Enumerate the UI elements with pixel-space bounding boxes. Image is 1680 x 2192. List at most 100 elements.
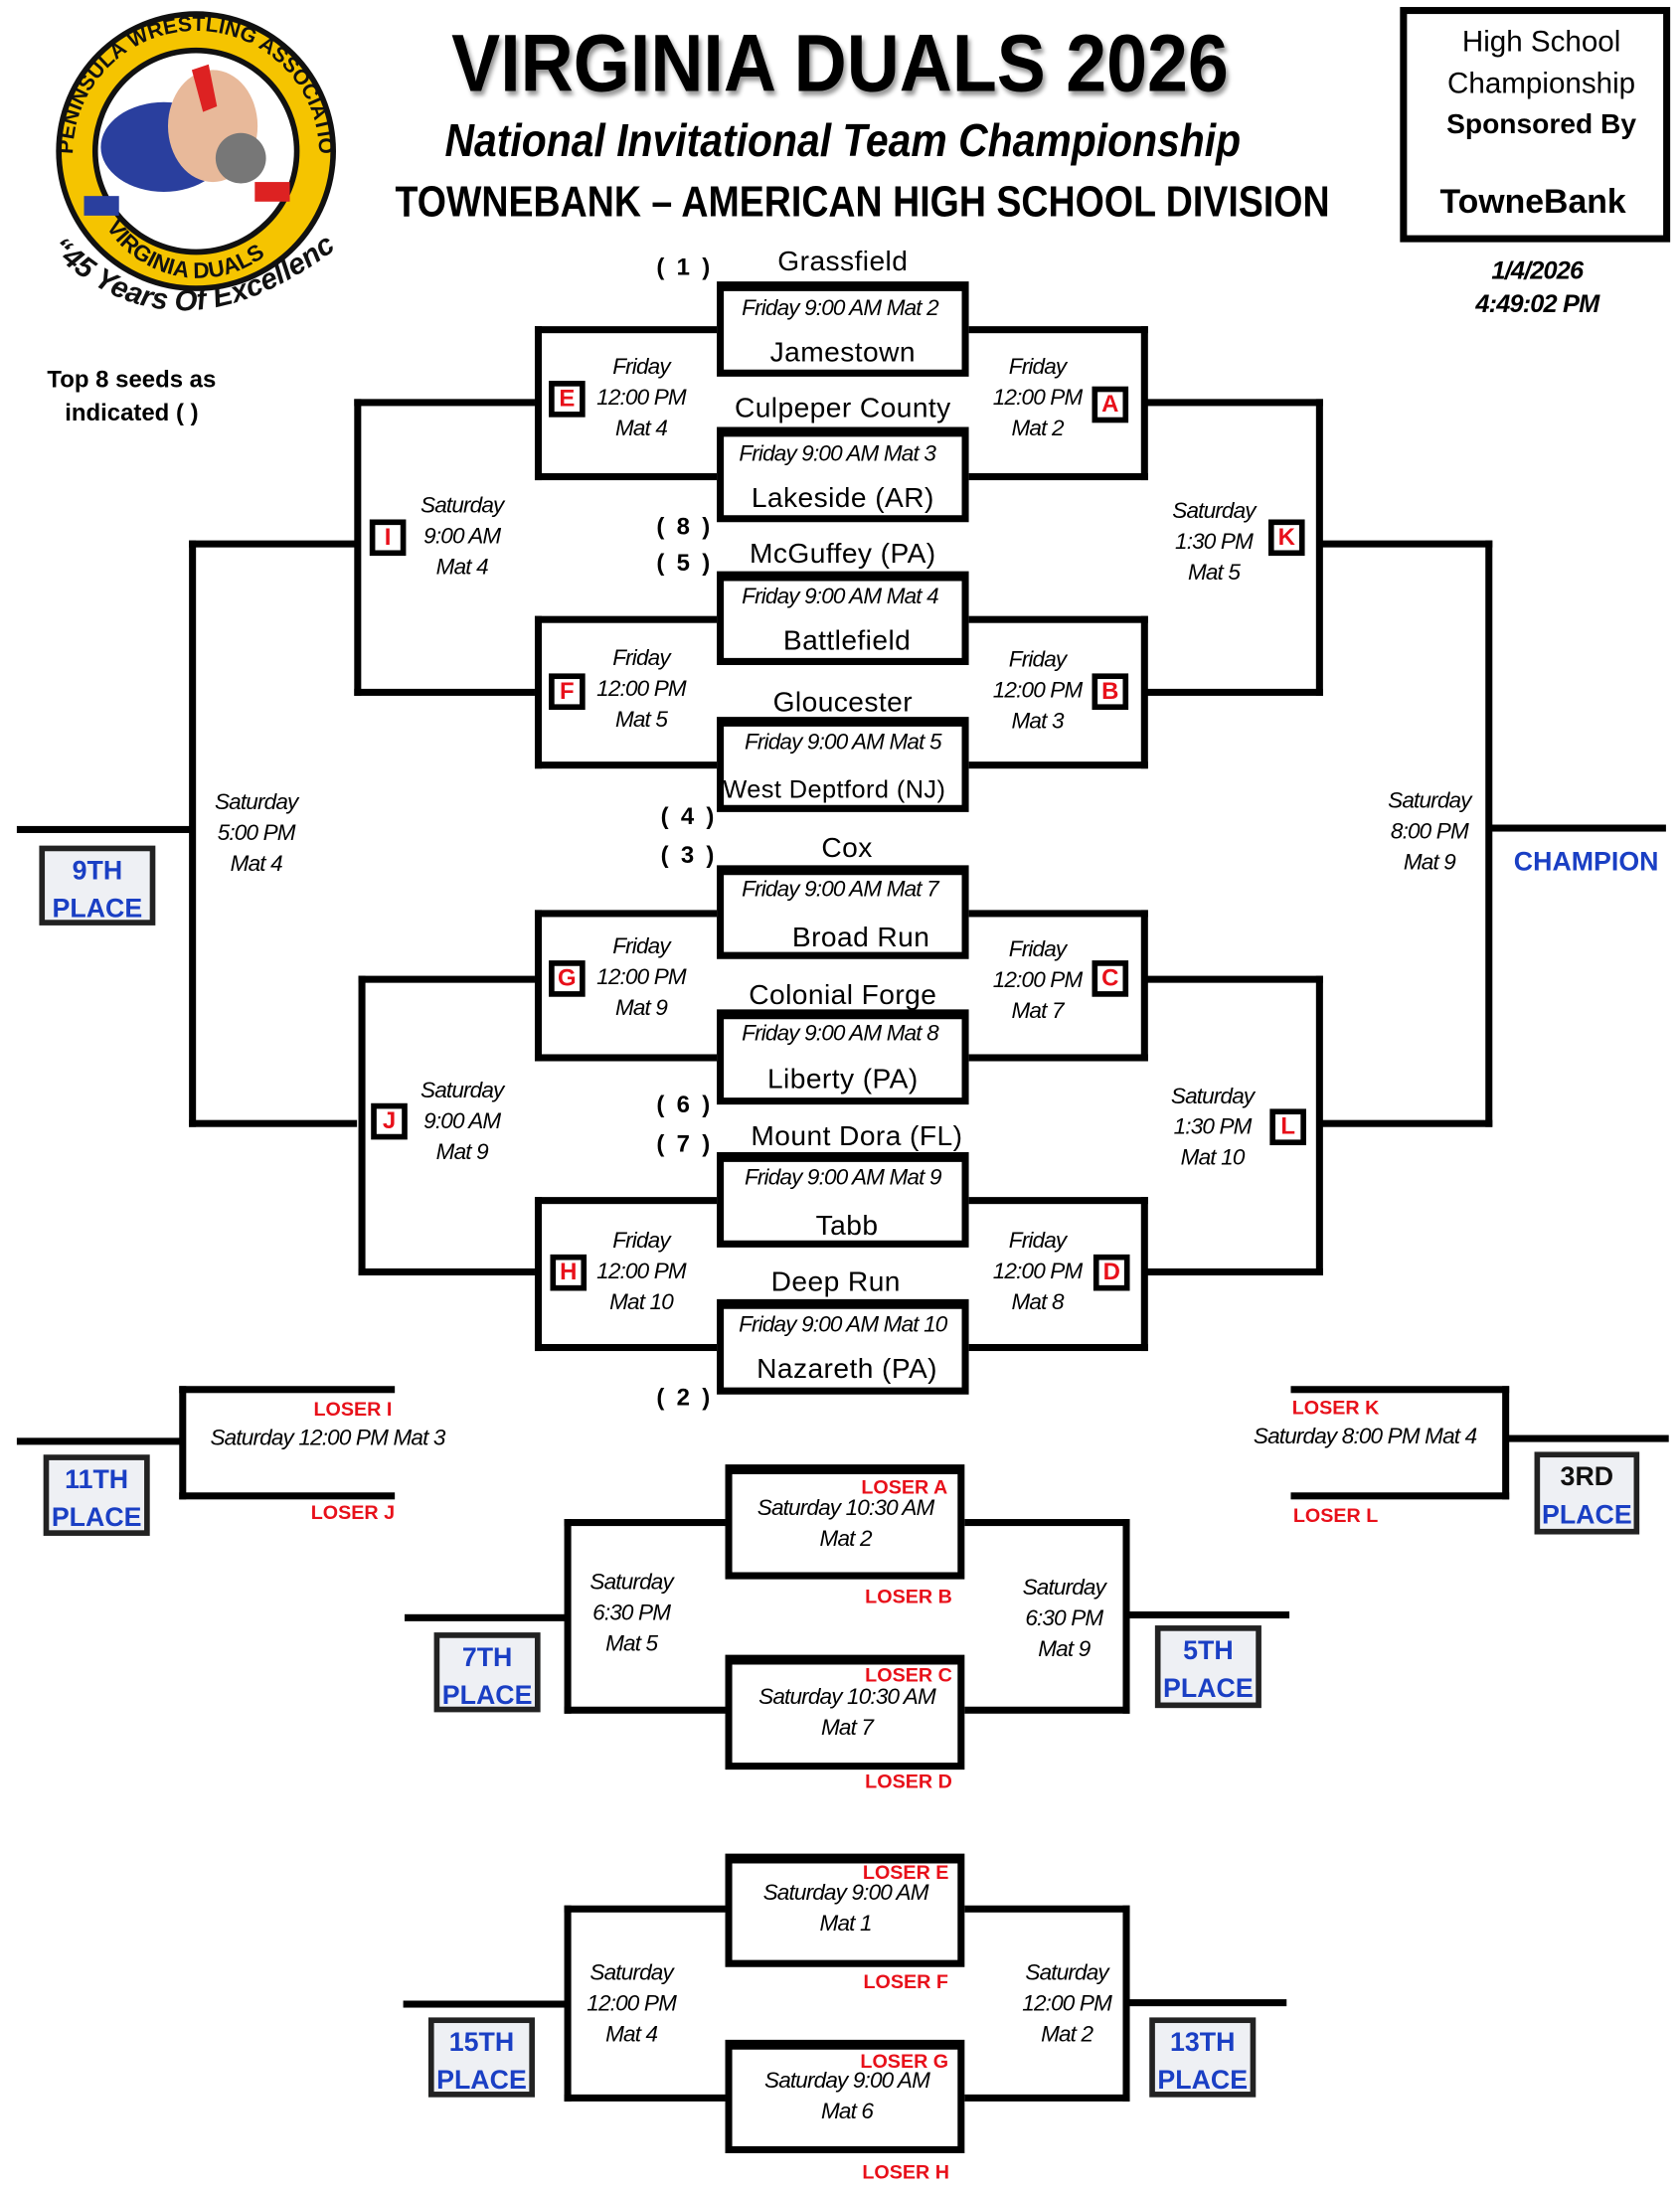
fifth-place-line xyxy=(1126,1610,1290,1619)
match-schedule: Friday 9:00 AM Mat 5 xyxy=(744,731,942,756)
bracket-line-thirteenth xyxy=(961,1905,1130,2102)
bracket-line-ninth xyxy=(189,540,358,1127)
match-label-A: A xyxy=(1092,386,1129,423)
loser-label: LOSER E xyxy=(862,1860,949,1884)
third-place-line xyxy=(1504,1434,1669,1442)
eleventh-schedule: Saturday 12:00 PM Mat 3 xyxy=(210,1427,446,1451)
sponsor-line-2: Championship xyxy=(1447,68,1636,100)
ninth-place-line xyxy=(16,825,192,833)
sponsor-box: High School Championship Sponsored By To… xyxy=(1400,7,1671,243)
seed-label: ( 7 ) xyxy=(656,1130,714,1157)
loser-label: LOSER F xyxy=(863,1969,948,1993)
match-label-E: E xyxy=(549,381,586,418)
bracket-line-L xyxy=(1145,975,1323,1275)
seed-label: ( 2 ) xyxy=(656,1384,714,1411)
team-bottom: West Deptford (NJ) xyxy=(723,775,946,804)
team-top: McGuffey (PA) xyxy=(750,539,936,571)
seventh-place-line xyxy=(405,1613,568,1621)
match-schedule: Friday 9:00 AM Mat 8 xyxy=(742,1022,939,1047)
consolation-box-c3 xyxy=(725,1853,965,1967)
consolation-box-c2 xyxy=(725,1654,965,1770)
match-label-H: H xyxy=(550,1254,588,1291)
bracket-line-eleventh xyxy=(179,1386,396,1500)
bracket-line-D xyxy=(968,1197,1148,1352)
match-box-6 xyxy=(717,1009,969,1105)
team-top: Gloucester xyxy=(772,687,914,719)
match-box-5 xyxy=(717,865,969,959)
bracket-line-fifth xyxy=(961,1519,1130,1714)
bracket-line-fifteenth xyxy=(564,1905,729,2102)
bracket-line-H xyxy=(534,1197,718,1352)
team-bottom: Liberty (PA) xyxy=(766,1064,919,1096)
page-title: VIRGINIA DUALS 2026 xyxy=(451,18,1229,109)
bracket-line-K xyxy=(1145,399,1323,696)
time: 4:49:02 PM xyxy=(1475,289,1599,318)
bracket-line-F xyxy=(534,615,718,769)
bracket-line-final xyxy=(1320,540,1493,1127)
team-bottom: Jamestown xyxy=(769,337,916,369)
match-label-L: L xyxy=(1269,1108,1306,1146)
team-top: Mount Dora (FL) xyxy=(751,1121,963,1153)
match-label-J: J xyxy=(371,1102,408,1140)
bracket-line-B xyxy=(968,615,1148,769)
seed-note-line-1: Top 8 seeds as xyxy=(47,366,217,394)
seed-label: ( 3 ) xyxy=(660,842,718,869)
page-subtitle: National Invitational Team Championship xyxy=(444,113,1242,166)
seed-note-line-2: indicated ( ) xyxy=(65,400,199,426)
loser-label: LOSER G xyxy=(860,2049,949,2073)
bracket-line-third xyxy=(1290,1386,1510,1500)
team-bottom: Battlefield xyxy=(782,625,912,657)
bracket-line-C xyxy=(968,910,1148,1062)
division-title: TOWNEBANK – AMERICAN HIGH SCHOOL DIVISIO… xyxy=(395,177,1330,227)
match-box-4 xyxy=(717,717,969,812)
loser-label: LOSER C xyxy=(865,1663,952,1686)
seed-label: ( 1 ) xyxy=(656,253,714,281)
match-schedule: Friday 9:00 AM Mat 3 xyxy=(739,442,936,466)
sponsor-name: TowneBank xyxy=(1439,183,1626,222)
loser-label: LOSER A xyxy=(861,1475,948,1498)
loser-label: LOSER B xyxy=(865,1585,952,1607)
seed-label: ( 4 ) xyxy=(660,802,718,830)
bracket-line-E xyxy=(534,326,718,481)
match-box-8 xyxy=(717,1298,969,1395)
match-schedule: Friday 9:00 AM Mat 7 xyxy=(742,878,939,902)
champion-line xyxy=(1488,824,1666,832)
match-box-7 xyxy=(717,1152,969,1248)
team-top: Grassfield xyxy=(777,246,909,277)
team-top: Deep Run xyxy=(770,1266,901,1298)
team-bottom: Tabb xyxy=(815,1211,879,1243)
sponsor-line-3: Sponsored By xyxy=(1446,108,1637,140)
loser-label: LOSER L xyxy=(1292,1503,1379,1527)
thirteenth-place-line xyxy=(1126,1999,1287,2007)
sponsor-line-1: High School xyxy=(1461,26,1621,59)
match-label-F: F xyxy=(549,673,586,711)
team-top: Colonial Forge xyxy=(749,979,937,1011)
team-bottom: Nazareth (PA) xyxy=(756,1353,937,1385)
bracket-line-I xyxy=(354,399,535,696)
pwa-logo: PENINSULA WRESTLING ASSOCIATION VIRGINIA… xyxy=(31,7,341,317)
match-label-D: D xyxy=(1092,1254,1130,1291)
match-schedule: Friday 9:00 AM Mat 9 xyxy=(744,1166,942,1191)
fifteenth-place-line xyxy=(403,2000,568,2008)
match-label-I: I xyxy=(369,519,407,557)
bracket-line-J xyxy=(358,975,535,1275)
